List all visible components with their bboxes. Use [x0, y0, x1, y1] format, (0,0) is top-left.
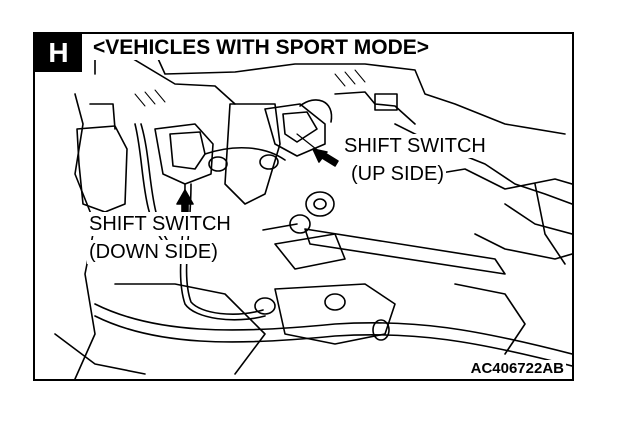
- section-badge: H: [35, 34, 82, 72]
- label-down-side-line1: SHIFT SWITCH: [87, 212, 233, 236]
- shift-lever-illustration: [54, 51, 572, 379]
- figure-code: AC406722AB: [468, 360, 566, 377]
- illustration-frame: H <VEHICLES WITH SPORT MODE> SHIFT SWITC…: [33, 32, 574, 381]
- diagram-title: <VEHICLES WITH SPORT MODE>: [89, 36, 434, 60]
- label-up-side-line1: SHIFT SWITCH: [342, 134, 488, 158]
- label-up-side-line2: (UP SIDE): [349, 162, 446, 186]
- label-down-side-line2: (DOWN SIDE): [87, 240, 220, 264]
